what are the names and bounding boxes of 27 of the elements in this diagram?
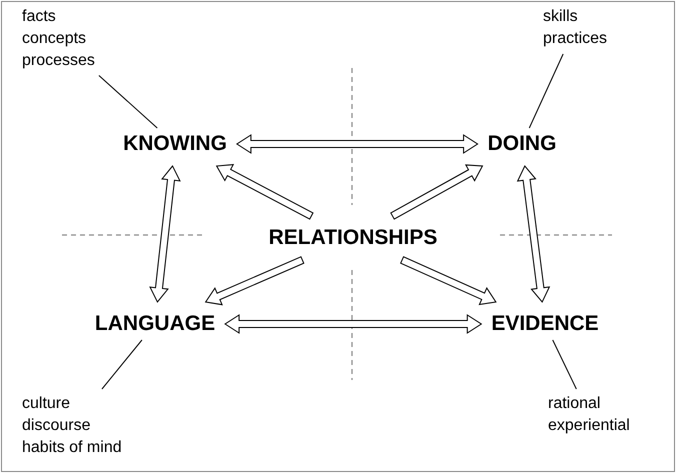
concept-label: EVIDENCE xyxy=(490,312,600,336)
leader-line xyxy=(528,54,564,128)
concept-label: RELATIONSHIPS xyxy=(268,226,438,250)
hollow-arrow xyxy=(516,165,550,303)
list-item: skills xyxy=(543,7,579,27)
list-item: experiential xyxy=(548,416,631,436)
hollow-arrow xyxy=(390,164,484,220)
concept-label: LANGUAGE xyxy=(94,312,216,336)
list-item: practices xyxy=(543,29,608,49)
concept-label: DOING xyxy=(486,132,558,156)
leader-line xyxy=(552,340,577,390)
leader-line xyxy=(98,74,158,128)
list-item: concepts xyxy=(22,29,88,49)
concept-label: KNOWING xyxy=(122,132,228,156)
list-item: habits of mind xyxy=(22,438,123,458)
list-item: facts xyxy=(22,7,57,27)
list-item: culture xyxy=(22,394,72,414)
hollow-arrow xyxy=(149,165,181,303)
list-item: processes xyxy=(22,51,96,71)
leader-line xyxy=(101,340,142,390)
list-item: discourse xyxy=(22,416,92,436)
hollow-arrow xyxy=(236,134,478,154)
hollow-arrow xyxy=(400,256,497,306)
hollow-arrow xyxy=(224,314,482,334)
hollow-arrow xyxy=(204,256,304,306)
hollow-arrow xyxy=(216,164,314,220)
list-item: rational xyxy=(548,394,602,414)
